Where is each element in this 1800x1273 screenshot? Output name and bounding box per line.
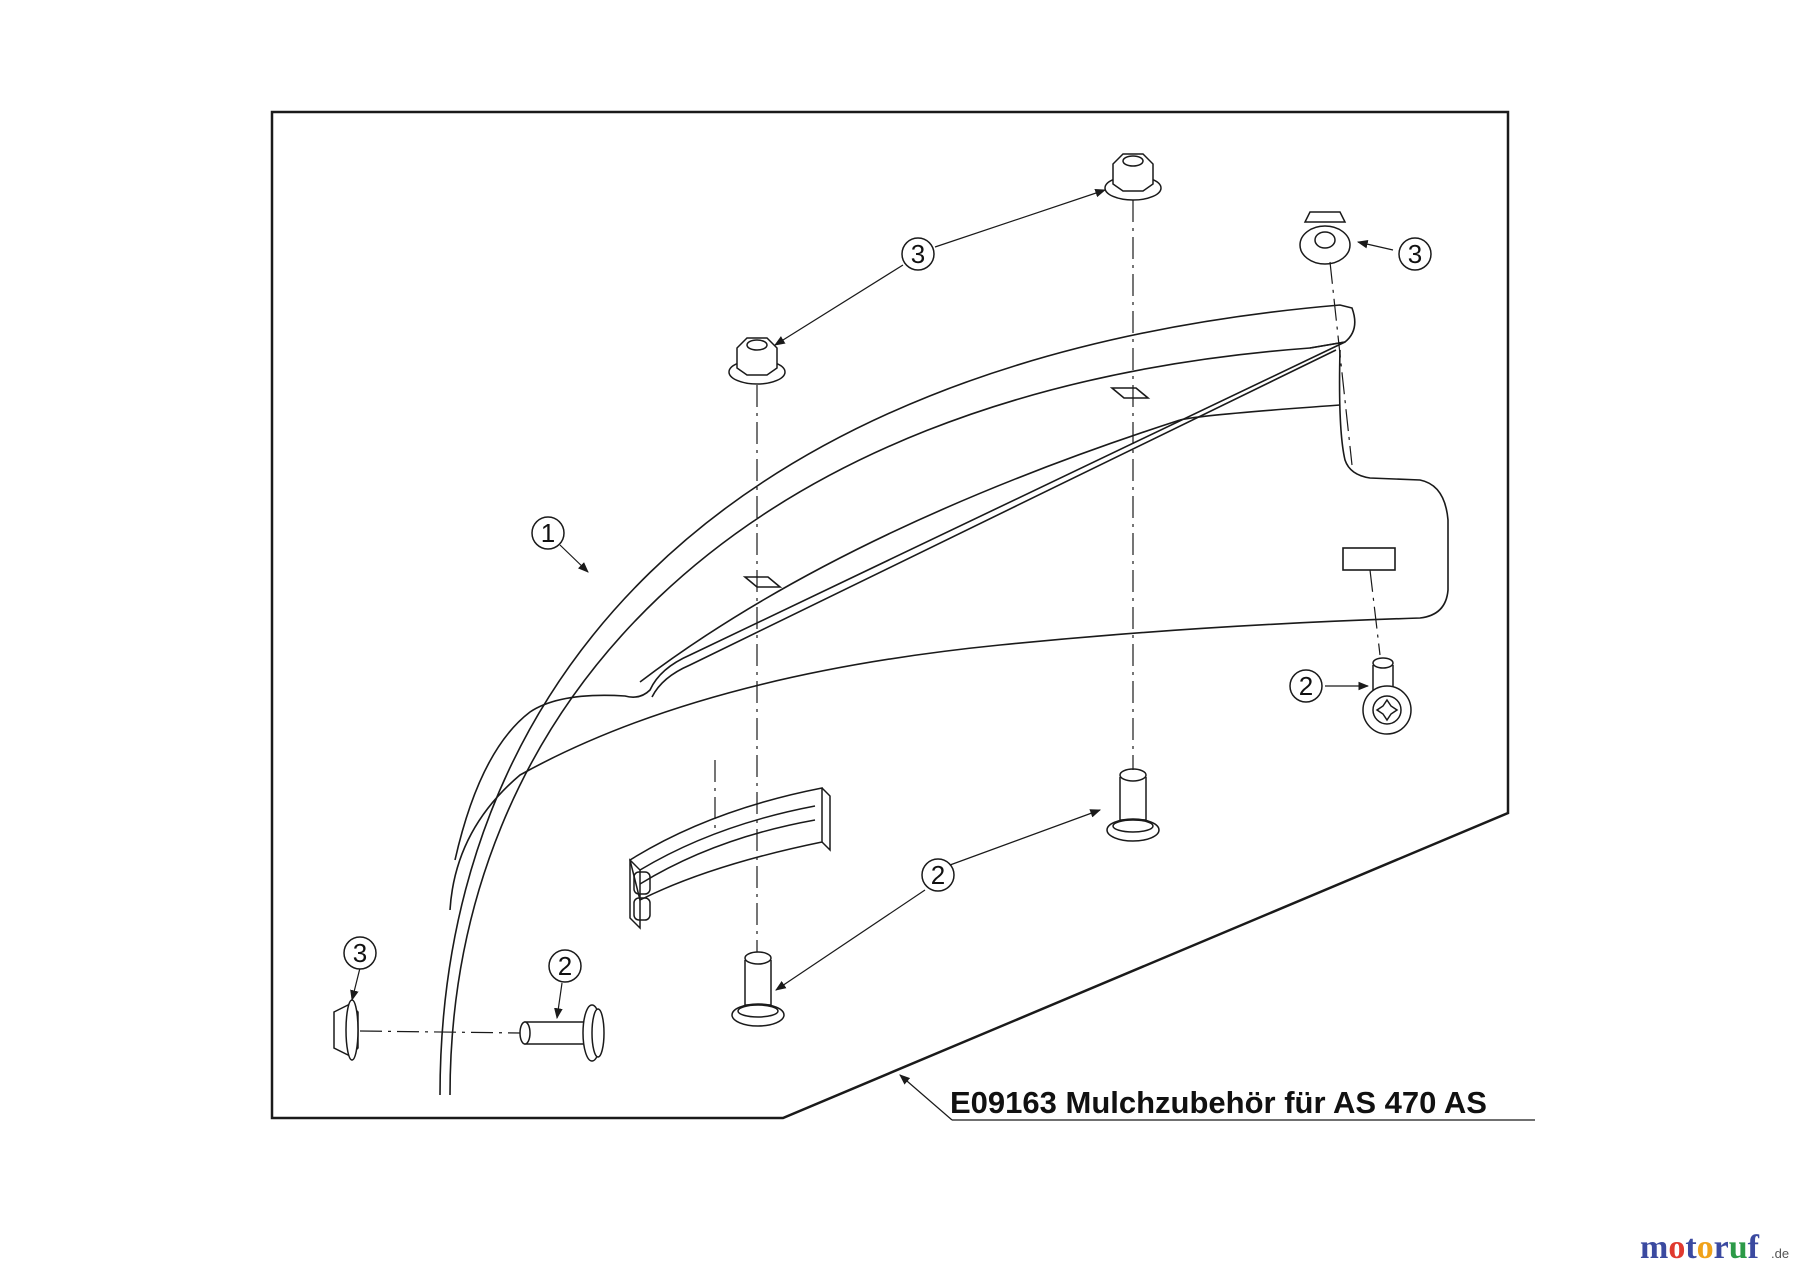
deflector-plate: [439, 304, 1449, 1096]
callout-label: 3: [1408, 239, 1422, 269]
callout-label: 2: [558, 951, 572, 981]
callout-2-center: 2: [921, 858, 955, 892]
washer-nut: [1299, 211, 1351, 265]
flange-nut-right: [1104, 153, 1162, 201]
callout-2-bottom-left: 2: [548, 949, 582, 983]
callout-label: 2: [931, 860, 945, 890]
diagram-title: E09163 Mulchzubehör für AS 470 AS: [950, 1085, 1487, 1120]
logo-letter: t: [1685, 1229, 1697, 1266]
callout-label: 3: [911, 239, 925, 269]
callout-3-bottom-left: 3: [343, 936, 377, 970]
callout-label: 3: [353, 938, 367, 968]
logo-letter: f: [1748, 1229, 1760, 1266]
flange-nut-left: [728, 337, 786, 385]
assembly-axes: [359, 200, 1381, 1034]
leader-lines: [350, 188, 1535, 1121]
logo-letter: r: [1714, 1229, 1729, 1266]
bolt-center-left: [731, 951, 785, 1027]
logo-letter: m: [1640, 1229, 1668, 1266]
callout-label: 1: [541, 518, 555, 548]
logo-letter: u: [1729, 1229, 1748, 1266]
logo-wordmark: motoruf: [1640, 1229, 1760, 1266]
callout-2-right: 2: [1289, 669, 1323, 703]
callout-3-top: 3: [901, 237, 935, 271]
callout-label: 2: [1299, 671, 1313, 701]
bolt-side: [519, 1004, 605, 1062]
diagram-frame: [270, 110, 1510, 1120]
callout-3-right: 3: [1398, 237, 1432, 271]
callout-1: 1: [531, 516, 565, 550]
rubber-strip: [629, 787, 831, 930]
bolt-center-right: [1106, 768, 1160, 842]
bolt-torx: [1362, 657, 1412, 735]
logo-letter: o: [1668, 1229, 1685, 1266]
logo-letter: o: [1697, 1229, 1714, 1266]
motoruf-logo: motoruf .de: [1640, 1229, 1789, 1266]
flange-nut-side: [333, 999, 359, 1061]
logo-suffix: .de: [1771, 1246, 1789, 1261]
